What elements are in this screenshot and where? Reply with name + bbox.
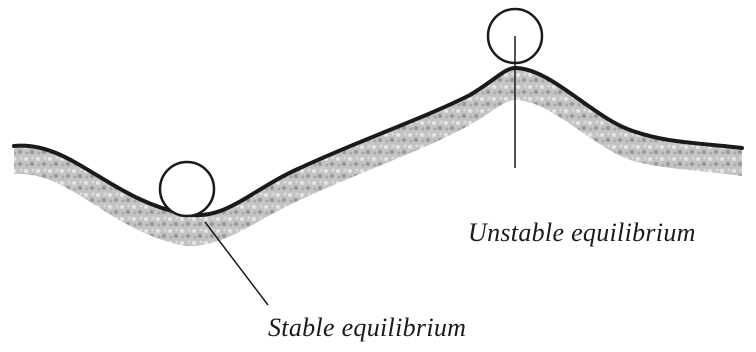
ball-stable bbox=[158, 160, 216, 218]
label-stable-equilibrium: Stable equilibrium bbox=[268, 313, 467, 342]
pointer-line-stable bbox=[204, 221, 269, 306]
surface-curve bbox=[12, 65, 744, 218]
label-unstable-equilibrium: Unstable equilibrium bbox=[468, 218, 696, 247]
ground-texture bbox=[14, 68, 742, 247]
